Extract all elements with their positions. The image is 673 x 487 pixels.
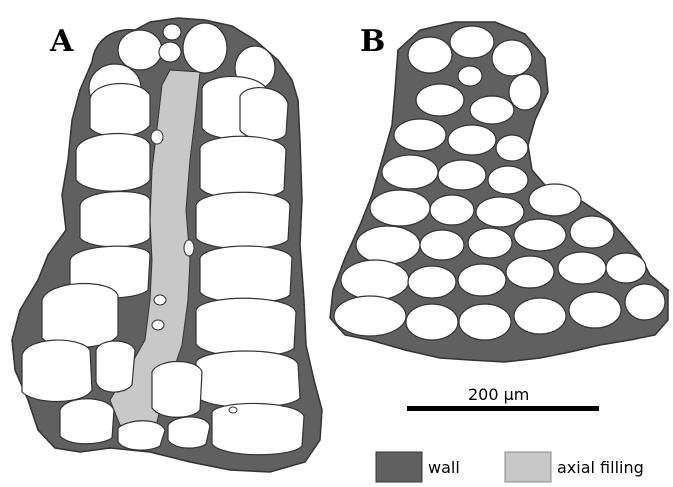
chamber-a-left-1	[90, 84, 150, 137]
chamber-b-row5-6	[606, 253, 646, 283]
legend-axial-swatch	[505, 452, 551, 482]
chamber-a-apex-3	[163, 24, 181, 40]
chamber-b-row3-3	[476, 197, 524, 227]
chamber-a-right-8	[152, 362, 202, 418]
chamber-b-row1-3	[496, 135, 528, 161]
chamber-a-left-5	[42, 284, 118, 348]
chamber-a-right-2	[240, 88, 288, 141]
chamber-b-row4-4	[514, 219, 566, 251]
pore-a-1	[184, 240, 194, 256]
scale-bar	[407, 406, 599, 411]
legend-wall-swatch	[376, 452, 422, 482]
scale-bar-label: 200 µm	[468, 385, 529, 404]
chamber-b-row1-2	[448, 125, 496, 155]
legend-axial-label: axial filling	[557, 458, 644, 477]
chamber-b-apex-2	[450, 26, 494, 58]
chamber-b-apex-3	[492, 40, 532, 76]
chamber-b-row4-1	[356, 226, 420, 264]
chamber-a-left-2	[76, 134, 150, 192]
chamber-a-bottom-2	[168, 417, 210, 448]
panel-label-a: A	[50, 24, 73, 59]
chamber-b-row6-1	[334, 296, 406, 336]
chamber-a-right-6	[196, 298, 296, 356]
chamber-a-right-4	[196, 192, 290, 249]
chamber-a-apex-4	[159, 42, 181, 62]
chamber-b-row5-4	[506, 256, 554, 288]
chamber-b-row4-3	[468, 228, 512, 258]
chamber-a-left-7	[60, 399, 114, 444]
pore-a-5	[229, 407, 237, 413]
chamber-a-right-9	[212, 403, 304, 454]
pore-a-4	[151, 130, 163, 144]
chamber-b-row3-4	[529, 184, 581, 216]
chamber-a-right-7	[196, 351, 300, 408]
chamber-b-row6-2	[406, 304, 458, 340]
chamber-b-row2-2	[438, 160, 486, 190]
chamber-b-row6-3	[459, 304, 511, 340]
chamber-b-row4-2	[420, 230, 464, 260]
chamber-a-right-5	[200, 246, 292, 303]
chamber-b-apex-1	[408, 37, 452, 73]
chamber-b-row5-1	[341, 260, 409, 300]
chamber-b-row5-3	[458, 264, 506, 296]
specimen-a	[12, 18, 322, 472]
chamber-b-row3-1	[370, 190, 430, 226]
chamber-a-bottom-1	[118, 421, 165, 450]
chamber-b-apex-4	[509, 74, 541, 110]
chamber-b-apex-5	[470, 96, 514, 124]
chamber-b-row4-5	[570, 216, 614, 248]
chamber-b-row6-6	[625, 284, 665, 320]
chamber-b-row6-4	[514, 298, 566, 334]
chamber-b-row2-1	[382, 155, 438, 189]
pore-a-2	[154, 295, 166, 305]
pore-a-3	[152, 320, 164, 330]
chamber-a-apex-2	[183, 23, 227, 73]
chamber-b-row3-2	[430, 195, 474, 225]
panel-label-b: B	[360, 24, 385, 59]
chamber-a-right-3	[200, 136, 286, 199]
chamber-a-left-6	[22, 340, 92, 401]
chamber-b-row6-5	[569, 292, 621, 328]
legend-wall-label: wall	[428, 458, 460, 477]
specimen-b	[330, 22, 668, 362]
chamber-b-row5-2	[408, 266, 456, 298]
chamber-a-apex-1	[118, 30, 162, 70]
chamber-b-row2-3	[488, 166, 528, 194]
chamber-b-apex-6	[416, 84, 464, 116]
chamber-a-left-3	[80, 192, 150, 247]
chamber-b-row5-5	[558, 252, 606, 284]
chamber-b-row1-1	[394, 119, 446, 151]
chamber-b-apex-7	[458, 66, 482, 86]
chamber-a-left-8	[96, 341, 135, 392]
